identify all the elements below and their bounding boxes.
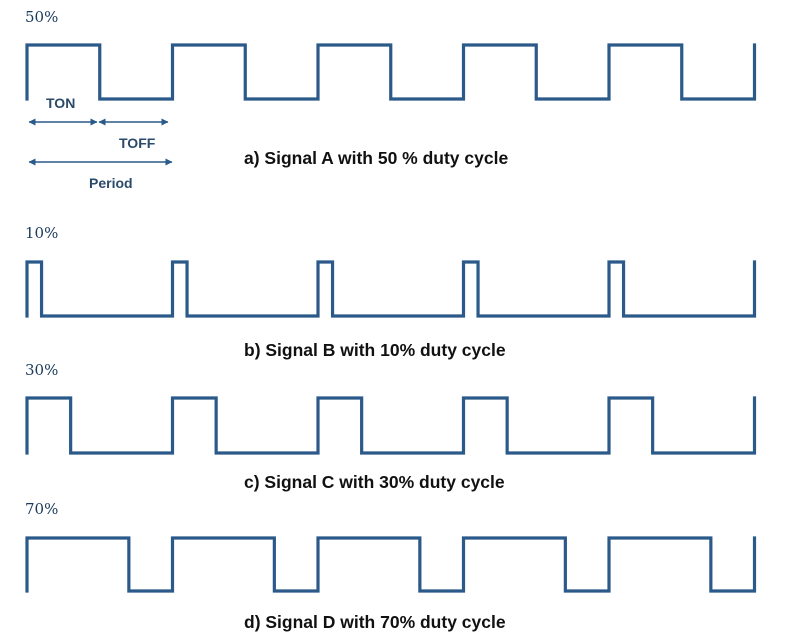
signal-c-waveform bbox=[25, 396, 757, 455]
signal-b-percent-label: 10% bbox=[25, 224, 58, 242]
ton-label: TON bbox=[46, 95, 75, 111]
signal-c-caption: c) Signal C with 30% duty cycle bbox=[244, 472, 505, 492]
signal-c-percent-label: 30% bbox=[25, 361, 58, 379]
period-label: Period bbox=[89, 175, 133, 191]
toff-label: TOFF bbox=[119, 135, 156, 151]
signal-b-caption: b) Signal B with 10% duty cycle bbox=[244, 340, 506, 360]
signal-a-waveform bbox=[25, 43, 757, 101]
signal-d-caption: d) Signal D with 70% duty cycle bbox=[244, 612, 506, 632]
signal-a-caption: a) Signal A with 50 % duty cycle bbox=[244, 148, 508, 168]
signal-a-percent-label: 50% bbox=[25, 8, 58, 26]
signal-d-percent-label: 70% bbox=[25, 500, 58, 518]
signal-b-waveform bbox=[25, 260, 757, 318]
signal-d-waveform bbox=[25, 536, 757, 593]
